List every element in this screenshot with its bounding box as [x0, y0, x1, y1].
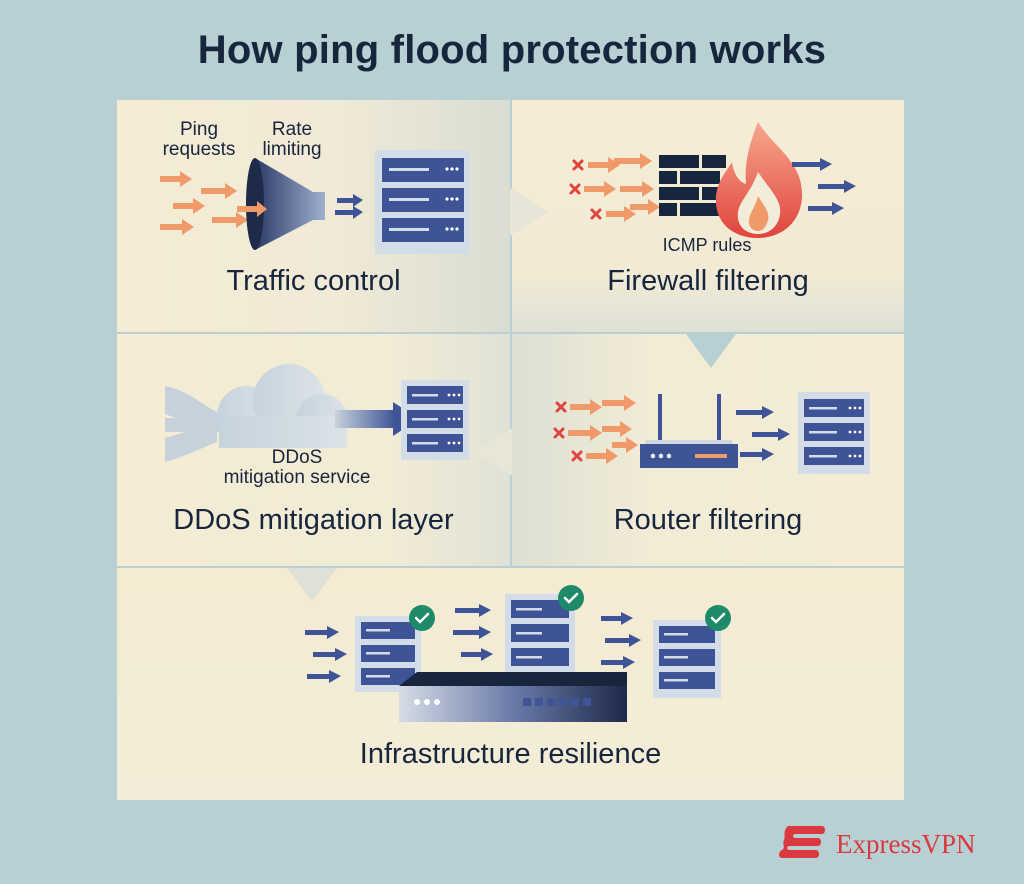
connector-right-arrow [510, 188, 548, 236]
connector-down-arrow-bottom [287, 568, 337, 602]
blue-arrow-icon [335, 194, 363, 219]
server-icon [401, 380, 469, 460]
connector-down-arrow [686, 334, 736, 368]
check-icon [705, 605, 731, 631]
cloud-icon [217, 364, 348, 448]
check-icon [558, 585, 584, 611]
ddos-service-caption: DDoS mitigation service [223, 447, 371, 488]
icmp-rules-caption: ICMP rules [662, 235, 752, 255]
page-title: How ping flood protection works [197, 28, 827, 72]
expressvpn-logo-icon [779, 826, 825, 858]
orange-arrow-icon [160, 171, 248, 235]
connector-left-arrow [474, 428, 512, 476]
router-filtering-label: Router filtering [613, 504, 803, 536]
traffic-control-illustration [160, 150, 470, 254]
blue-arrow-icon [305, 604, 641, 683]
blue-arrow-icon [736, 406, 790, 461]
server-icon [375, 150, 470, 254]
router-icon [640, 394, 738, 468]
traffic-stream-icon [165, 386, 219, 462]
infrastructure-resilience-label: Infrastructure resilience [359, 738, 662, 770]
ddos-mitigation-layer-label: DDoS mitigation layer [173, 504, 454, 536]
rate-limiting-caption: Rate limiting [262, 119, 322, 160]
panel-traffic-control: Ping requests Rate limiting Traffic cont… [117, 100, 510, 332]
panel-firewall-filtering: ICMP rules Firewall filtering [512, 100, 904, 332]
panel-infrastructure-resilience: Infrastructure resilience [117, 568, 904, 800]
ping-requests-caption: Ping requests [162, 119, 236, 160]
infrastructure-illustration [305, 585, 731, 722]
router-illustration [553, 392, 870, 474]
firewall-illustration [569, 122, 856, 238]
firewall-filtering-label: Firewall filtering [607, 265, 809, 297]
fire-icon [715, 122, 803, 238]
check-icon [409, 605, 435, 631]
panel-ddos-mitigation-layer: DDoS mitigation service DDoS mitigation … [117, 334, 510, 566]
orange-arrow-icon [584, 153, 660, 222]
network-rack-icon [399, 672, 627, 722]
red-cross-icon [553, 401, 583, 462]
ddos-illustration [165, 364, 469, 462]
server-icon [798, 392, 870, 474]
expressvpn-logo: ExpressVPN [776, 822, 986, 864]
panel-router-filtering: Router filtering [512, 334, 904, 566]
funnel-icon [237, 158, 325, 250]
server-icon [653, 620, 721, 698]
server-icon [355, 616, 421, 692]
orange-arrow-icon [568, 395, 638, 464]
blue-arrow-icon [792, 158, 856, 215]
red-cross-icon [569, 159, 602, 220]
traffic-control-label: Traffic control [226, 265, 401, 297]
brand-name: ExpressVPN [836, 829, 976, 859]
